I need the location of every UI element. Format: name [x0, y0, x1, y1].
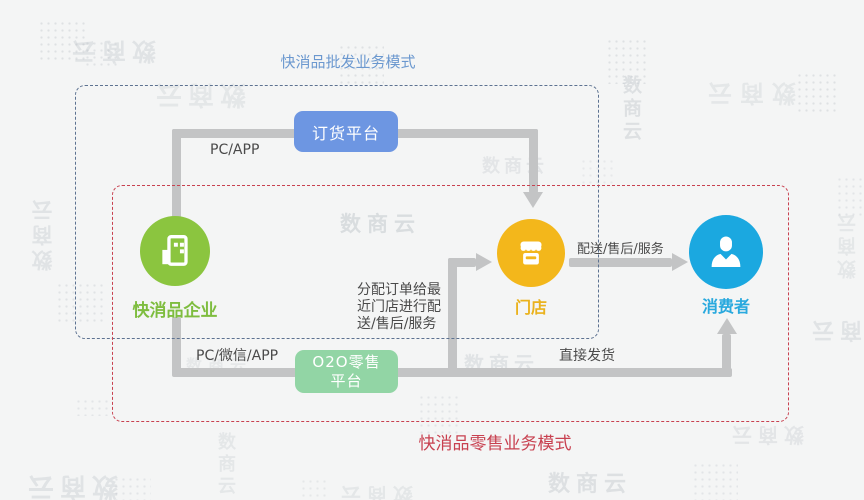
watermark-text: 数商云: [620, 75, 642, 144]
arrowhead-right-store-icon: [476, 253, 492, 271]
consumer-label: 消费者: [701, 297, 750, 316]
dot-pattern: [300, 478, 330, 500]
retail-model-title: 快消品零售业务模式: [418, 434, 572, 454]
enterprise-label: 快消品企业: [132, 301, 218, 321]
o2o-platform-box: O2O零售 平台: [295, 350, 398, 393]
dispatch-note-line2: 近门店进行配: [357, 299, 441, 315]
edge-label-direct-shipping: 直接发货: [559, 348, 615, 364]
watermark-text: 数商云: [837, 210, 859, 279]
dot-pattern: [692, 462, 738, 500]
connector-enterprise-down: [172, 317, 181, 373]
arrowhead-up-consumer-icon: [717, 318, 737, 334]
watermark-text: 数商云: [66, 37, 156, 65]
order-platform-label: 订货平台: [311, 123, 380, 143]
connector-down-to-store: [529, 129, 538, 193]
watermark-text: 数商云: [726, 423, 804, 447]
consumer-node: [689, 215, 763, 289]
arrowhead-down-store-icon: [523, 192, 543, 208]
edge-label-pc-wechat-app: PC/微信/APP: [196, 348, 279, 364]
dot-pattern: [836, 176, 864, 216]
store-label: 门店: [514, 298, 547, 317]
storefront-icon: [520, 241, 542, 265]
enterprise-node: [140, 216, 210, 286]
edge-label-pc-app: PC/APP: [210, 142, 260, 158]
wholesale-model-border: [75, 85, 599, 339]
connector-enterprise-up: [172, 129, 181, 219]
o2o-platform-label-line2: 平台: [330, 371, 363, 390]
watermark-text: 数商云: [548, 472, 633, 497]
arrowhead-right-consumer-icon: [672, 253, 688, 271]
edge-label-delivery-service: 配送/售后/服务: [577, 242, 664, 257]
dot-pattern: [113, 476, 151, 500]
dot-pattern: [56, 282, 106, 326]
dot-pattern: [796, 72, 836, 116]
watermark-text: 数商云: [31, 196, 55, 271]
connector-enterprise-o2o-consumer: [172, 368, 732, 377]
dot-pattern: [338, 44, 384, 84]
watermark-text: 数商云: [340, 212, 421, 236]
wholesale-model-title: 快消品批发业务模式: [280, 53, 416, 71]
connector-up-to-consumer: [722, 334, 731, 374]
connector-store-consumer: [569, 258, 672, 267]
dispatch-note-line1: 分配订单给最: [357, 282, 441, 298]
watermark-text: 数商云: [215, 432, 236, 498]
watermark-text: 数商云: [700, 79, 796, 107]
person-icon: [711, 236, 741, 267]
dot-pattern: [84, 40, 118, 70]
edge-label-dispatch-note: 分配订单给最 近门店进行配 送/售后/服务: [357, 282, 457, 333]
watermark-text: 数商云: [806, 317, 864, 342]
dot-pattern: [418, 394, 462, 434]
dot-pattern: [38, 20, 86, 64]
dot-pattern: [75, 398, 111, 416]
o2o-platform-label-line1: O2O零售: [312, 352, 381, 371]
connector-branch-horizontal: [448, 258, 476, 267]
dot-pattern: [606, 38, 646, 84]
dispatch-note-line3: 送/售后/服务: [357, 316, 437, 332]
order-platform-box: 订货平台: [294, 111, 398, 152]
watermark-text: 数商云: [482, 156, 548, 177]
store-node: [497, 219, 565, 287]
watermark-text: 数商云: [22, 471, 119, 500]
building-icon: [162, 235, 188, 266]
watermark-text: 数商云: [335, 483, 413, 500]
connector-branch-to-store: [448, 258, 457, 372]
retail-model-border: [112, 185, 789, 422]
